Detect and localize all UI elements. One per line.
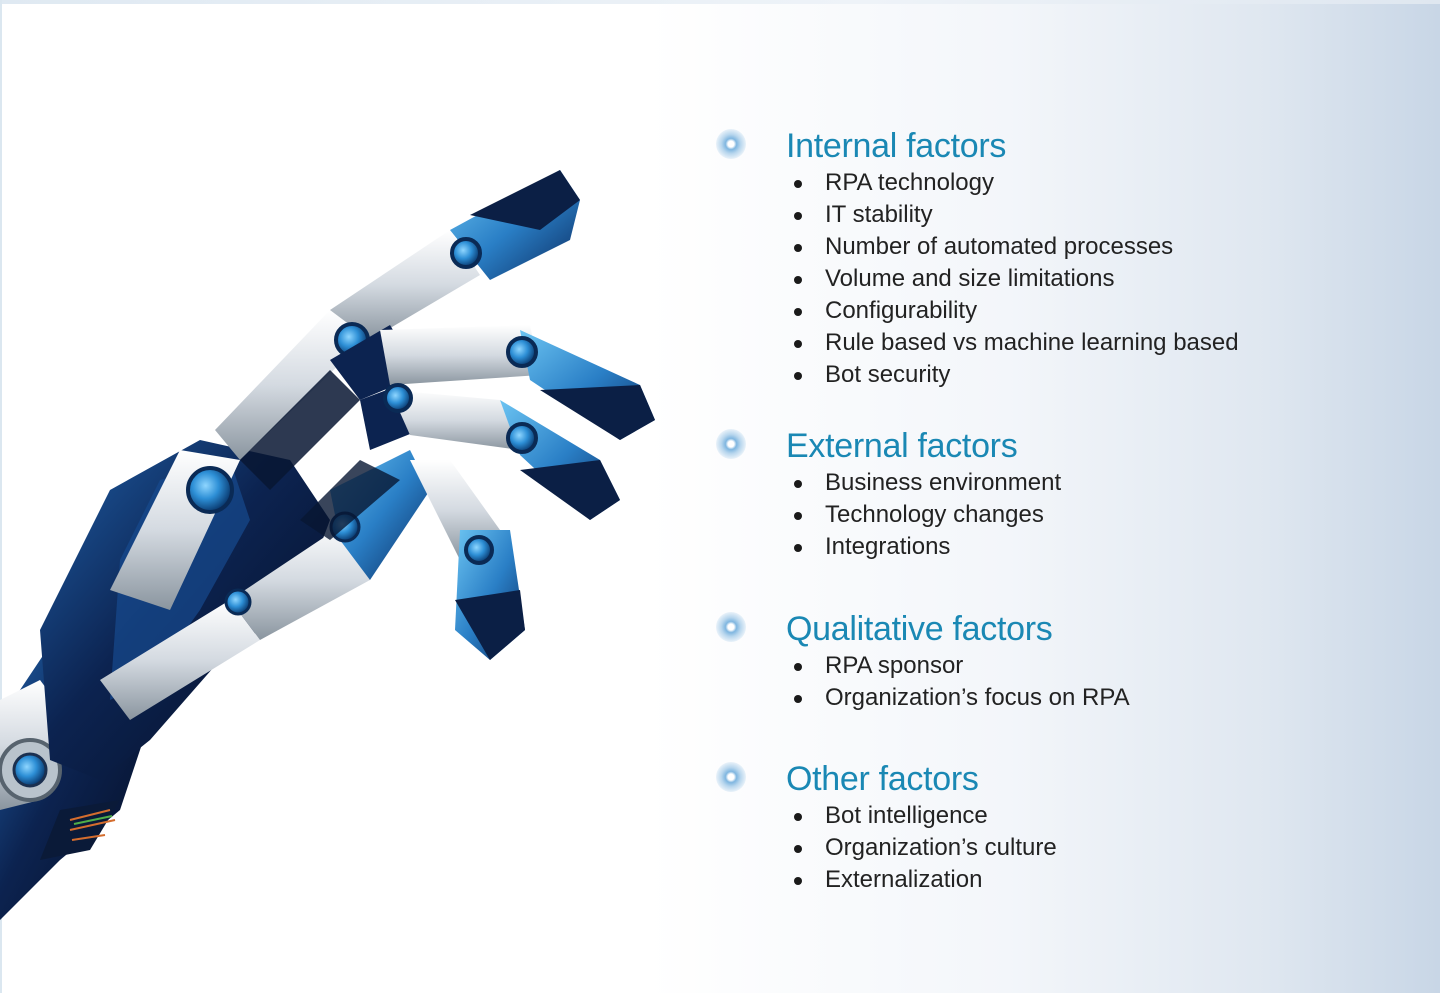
glow-bullet-icon <box>716 612 746 642</box>
list-item: Organization’s culture <box>788 832 1057 864</box>
group-title-external: External factors <box>786 427 1018 465</box>
glow-bullet-icon <box>716 429 746 459</box>
glow-bullet-icon <box>716 129 746 159</box>
list-item: Organization’s focus on RPA <box>788 682 1130 714</box>
list-item: Bot security <box>788 359 1239 391</box>
item-list-other: Bot intelligence Organization’s culture … <box>788 800 1057 896</box>
group-title-internal: Internal factors <box>786 127 1007 165</box>
list-item: RPA sponsor <box>788 650 1130 682</box>
item-list-internal: RPA technology IT stability Number of au… <box>788 167 1239 391</box>
robotic-hand-icon <box>0 170 655 920</box>
list-item: IT stability <box>788 199 1239 231</box>
item-list-qualitative: RPA sponsor Organization’s focus on RPA <box>788 650 1130 714</box>
top-border <box>0 0 1440 4</box>
list-item: Bot intelligence <box>788 800 1057 832</box>
item-list-external: Business environment Technology changes … <box>788 467 1061 563</box>
list-item: Number of automated processes <box>788 231 1239 263</box>
left-border <box>0 0 2 993</box>
list-item: Integrations <box>788 531 1061 563</box>
list-item: Rule based vs machine learning based <box>788 327 1239 359</box>
glow-bullet-icon <box>716 762 746 792</box>
list-item: Volume and size limitations <box>788 263 1239 295</box>
group-title-qualitative: Qualitative factors <box>786 610 1053 648</box>
group-title-other: Other factors <box>786 760 979 798</box>
list-item: Configurability <box>788 295 1239 327</box>
list-item: Externalization <box>788 864 1057 896</box>
list-item: Business environment <box>788 467 1061 499</box>
list-item: Technology changes <box>788 499 1061 531</box>
list-item: RPA technology <box>788 167 1239 199</box>
